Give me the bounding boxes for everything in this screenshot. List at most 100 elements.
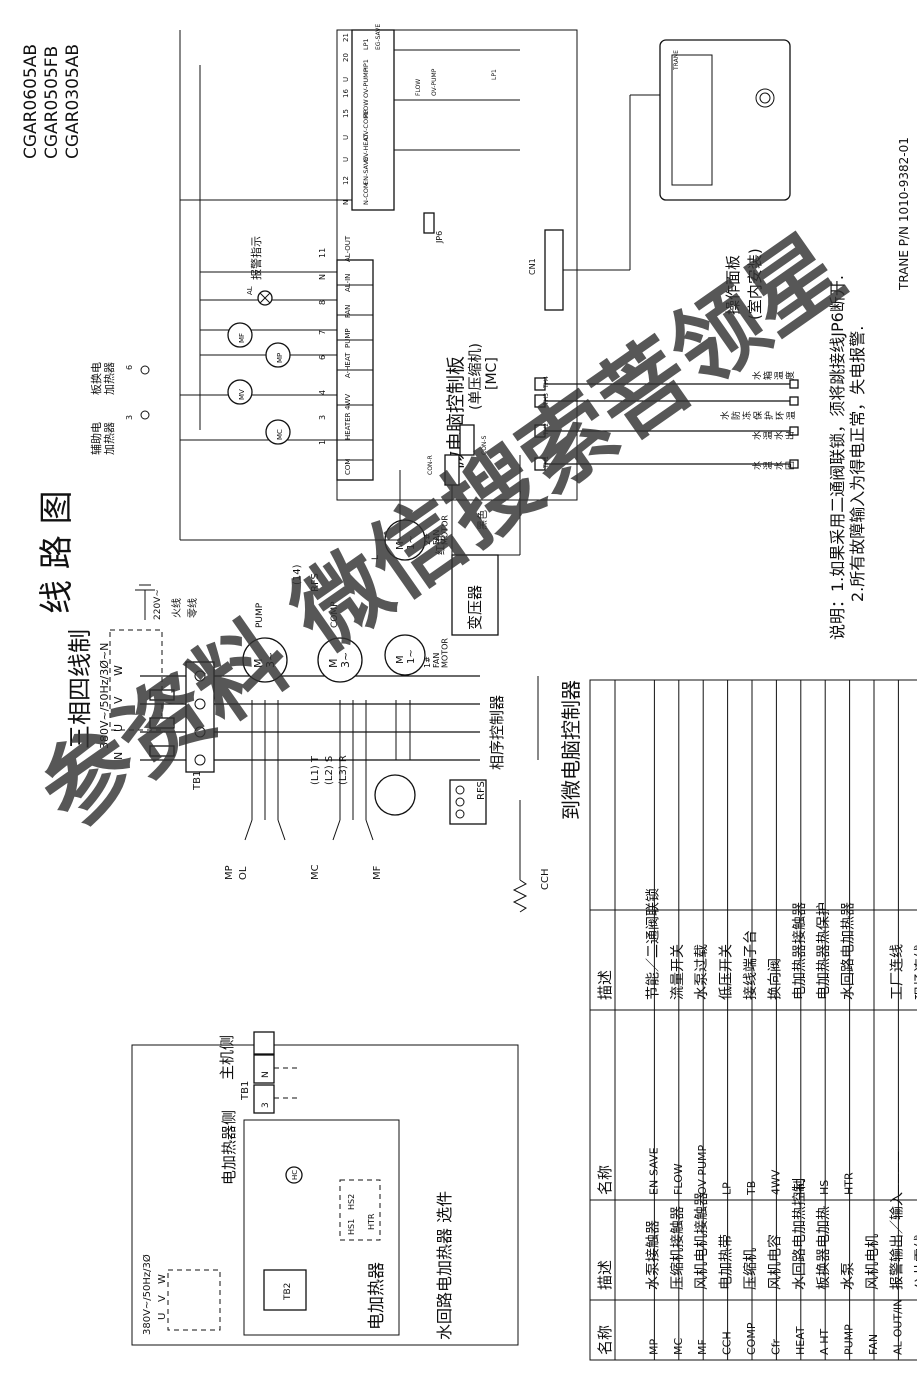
mp-coil bbox=[265, 342, 291, 368]
hc-coil bbox=[285, 1166, 303, 1184]
heater-tb2 bbox=[263, 1269, 307, 1311]
contactor-ol: OL bbox=[238, 866, 249, 880]
panel-sub: (室内安装) bbox=[746, 248, 764, 320]
in-en-save: EN-SAVE bbox=[362, 157, 370, 185]
in-n-com: N-COM bbox=[362, 183, 370, 205]
con-s-label: CON-S bbox=[481, 435, 488, 455]
part-number: TRANE P/N 1010-9382-01 bbox=[897, 137, 911, 291]
phase-term-1: (L1) T bbox=[310, 755, 321, 785]
table-cell: 水回路电加热控制 bbox=[792, 1178, 808, 1290]
table-cell: 4WV bbox=[769, 1169, 782, 1195]
load-mf: MF bbox=[238, 333, 246, 343]
table-header: 描述 bbox=[596, 1260, 614, 1290]
fuse-1 bbox=[149, 689, 175, 701]
sw-ov-pump: OV-PUMP bbox=[431, 68, 438, 96]
rfs-label: 相序控制器 bbox=[488, 695, 506, 770]
htr-label: HTR bbox=[367, 1213, 376, 1230]
wire-black: 黑色 bbox=[476, 510, 489, 530]
ipin-12: 12 bbox=[342, 176, 350, 185]
alarm-label: 报警指示 bbox=[249, 236, 263, 280]
heater-tb2-label: TB2 bbox=[283, 1283, 293, 1301]
in-ov-heat: OV-HEAT bbox=[362, 134, 370, 162]
fuse-3 bbox=[149, 745, 175, 757]
sensor-desc-2: 水温水出 bbox=[751, 431, 796, 440]
model-3: CGAR0305AB bbox=[63, 44, 83, 159]
sensor-group: TH1 TH2 TH3 TH4 水温水回 水温水出 水防冻保护环温 水箱温度 bbox=[534, 371, 799, 471]
jp6-label: JP6 bbox=[435, 231, 444, 244]
out-4wv: 4WV bbox=[344, 394, 352, 410]
note-1: 说明：1.如果采用二通阀联锁，须将跳接线JP6断开. bbox=[828, 275, 847, 640]
fire-wire-label: 火线 bbox=[170, 598, 183, 618]
out-aheat: A-HEAT bbox=[344, 352, 352, 378]
table-cell: 公共零线 bbox=[914, 1234, 917, 1290]
load-mc: MC bbox=[276, 429, 284, 440]
table-cell: MC bbox=[672, 1338, 685, 1355]
table-header: 描述 bbox=[596, 970, 614, 1000]
ipin-u1: U bbox=[342, 157, 350, 162]
heater-phase-v: V bbox=[157, 1295, 168, 1302]
out-al-in: AL-IN bbox=[344, 274, 352, 292]
hs2: HS2 bbox=[347, 1194, 356, 1210]
heater-phase-u: U bbox=[157, 1313, 168, 1320]
table-cell: 水泵 bbox=[841, 1262, 857, 1290]
model-1: CGAR0605AB bbox=[21, 44, 41, 159]
comp-motor bbox=[317, 637, 363, 683]
table-cell: 流量开关 bbox=[670, 944, 686, 1000]
table-cell: 风机电容 bbox=[766, 1234, 783, 1290]
cn1-connector bbox=[544, 229, 564, 311]
tb1-label: TB1 bbox=[192, 771, 203, 791]
rfs-tag: RFS bbox=[476, 781, 487, 800]
heater-label: 电加热器 bbox=[367, 1262, 387, 1330]
heater-term-n: N bbox=[261, 1071, 271, 1078]
neutral-wire-label: 零线 bbox=[186, 598, 199, 618]
in-lp1: LP1 bbox=[362, 38, 370, 50]
sw-lp1: LP1 bbox=[491, 69, 498, 80]
pin-7: 7 bbox=[318, 330, 327, 335]
cn1-label: CN1 bbox=[528, 258, 537, 275]
table-cell: LP bbox=[721, 1182, 734, 1195]
fan2-symbol: M1~ bbox=[395, 535, 417, 550]
sensor-desc-3: 水防冻保护环温 bbox=[719, 411, 797, 420]
table-cell: 工厂连线 bbox=[889, 944, 905, 1000]
fan1-label: 1#FANMOTOR bbox=[423, 638, 450, 668]
table-cell: 节能／二通阀联锁 bbox=[645, 888, 661, 1000]
table-cell: HS bbox=[818, 1180, 831, 1195]
pump-motor-label: PUMP bbox=[255, 602, 265, 628]
table-cell: 压缩机接触器 bbox=[669, 1206, 686, 1290]
contactor-mc: MC bbox=[310, 864, 321, 880]
heater-term-3: 3 bbox=[261, 1102, 271, 1108]
tb1-terminal bbox=[185, 661, 215, 773]
l-label: L bbox=[371, 555, 381, 560]
table-cell: N-COM bbox=[916, 1317, 917, 1355]
alarm-prefix: AL bbox=[246, 286, 254, 295]
table-cell: OV-PUMP bbox=[696, 1145, 709, 1195]
load-mv: MV bbox=[238, 389, 246, 400]
table-cell: MP bbox=[647, 1339, 660, 1355]
supply-section: N U V W TB1 bbox=[109, 584, 480, 791]
model-2: CGAR0505FB bbox=[42, 46, 62, 159]
phase-V: V bbox=[112, 696, 125, 704]
out-com: COM bbox=[344, 459, 352, 475]
pin-6: 6 bbox=[318, 355, 327, 360]
aux-pin-b: 6 bbox=[125, 365, 134, 370]
in-flow: FLOW bbox=[362, 99, 370, 118]
in-hp1: HP1 bbox=[362, 59, 370, 72]
page-title: 线 路 图 bbox=[37, 490, 77, 614]
ipin-u3: U bbox=[342, 77, 350, 82]
table-cell: MF bbox=[696, 1339, 709, 1355]
th2-label: TH2 bbox=[543, 423, 550, 436]
table-cell: 板换器电加热 bbox=[815, 1206, 832, 1290]
phase-term-2: (L2) S bbox=[324, 756, 335, 785]
contactor-mf: MF bbox=[372, 865, 383, 880]
hc-label: HC bbox=[291, 1170, 299, 1180]
panel-brand: TRANE bbox=[673, 50, 680, 71]
table-cell: 接线端子台 bbox=[742, 930, 759, 1000]
contactor-mp: MP bbox=[224, 865, 235, 880]
table-cell: HC bbox=[794, 1179, 807, 1195]
table-cell: FLOW bbox=[672, 1163, 685, 1195]
table-cell: COMP bbox=[745, 1322, 758, 1355]
in-ov-comp: OV-COMP bbox=[362, 109, 370, 140]
control-board-region: 微电脑控制板 (单压缩机) [MC] JP6 COM HEATER 4WV A-… bbox=[89, 24, 799, 636]
out-pump: PUMP bbox=[344, 328, 352, 348]
table-cell: 现场连线 bbox=[914, 944, 917, 1000]
